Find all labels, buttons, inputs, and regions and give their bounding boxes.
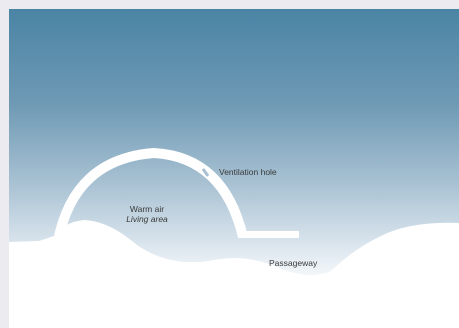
ventilation-hole-label: Ventilation hole xyxy=(219,167,277,177)
diagram-canvas: Ventilation hole Warm air Living area Pa… xyxy=(9,9,459,328)
warm-air-label: Warm air xyxy=(130,204,164,214)
igloo-cross-section-diagram: Ventilation hole Warm air Living area Pa… xyxy=(9,9,459,328)
passageway-label: Passageway xyxy=(269,258,318,268)
igloo-dome xyxy=(53,147,248,242)
passageway-roof xyxy=(238,231,299,238)
snow-ground xyxy=(9,220,459,328)
living-area-label: Living area xyxy=(126,214,168,224)
ventilation-hole xyxy=(201,168,210,177)
